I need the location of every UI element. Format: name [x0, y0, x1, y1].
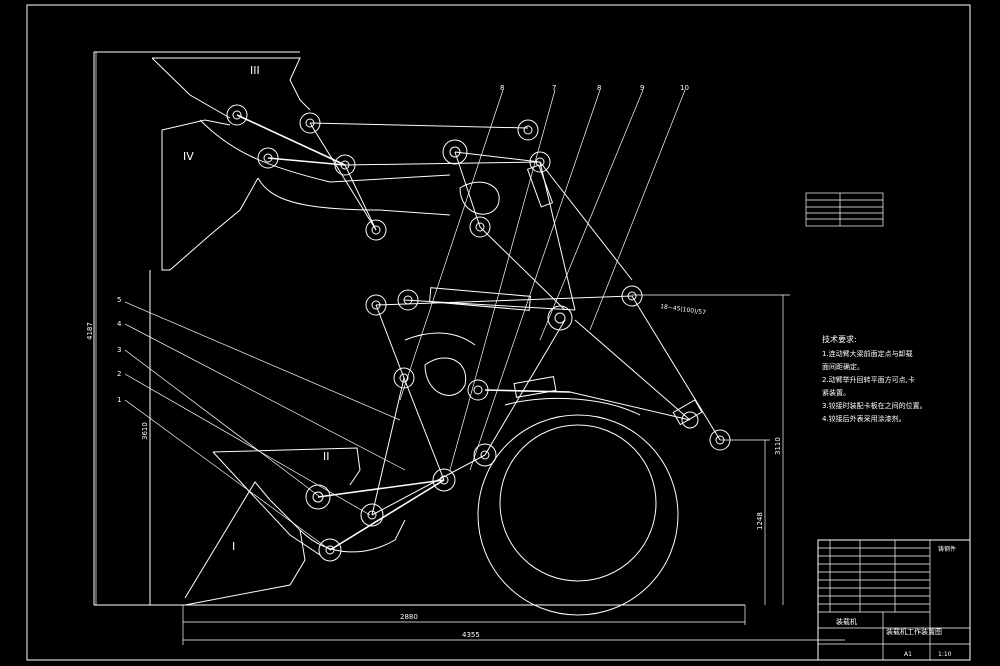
title-block-sheet: A1 — [904, 651, 912, 658]
dimension-text: 3110 — [774, 437, 782, 455]
region-label-iii: III — [250, 64, 260, 77]
dimension-lines — [95, 52, 845, 645]
wheel — [477, 414, 679, 616]
title-block-title: 装载机工作装置图 — [886, 627, 942, 636]
dimension-text: 4355 — [462, 631, 480, 639]
title-block-material: 铸钢件 — [938, 545, 956, 553]
title-block-school: 装载机 — [836, 617, 857, 626]
angle-note: 18~45(100)/57 — [660, 303, 707, 316]
tech-item: 面间距确定。 — [822, 362, 864, 371]
tech-item: 1.连动臂大梁前面定点与卸载 — [822, 349, 913, 358]
part-number: 7 — [552, 84, 556, 92]
part-number: 9 — [640, 84, 644, 92]
dimension-text: 1248 — [756, 512, 764, 530]
linkage — [236, 114, 721, 551]
tech-item: 3.铰接时装配卡板在之间的位置。 — [822, 401, 927, 410]
tech-item: 2.动臂举升回转平面方可点,卡 — [822, 375, 915, 384]
leader-lines — [124, 89, 686, 551]
raised-bucket — [151, 57, 451, 271]
dimension-text: 2880 — [400, 613, 418, 621]
region-label-i: I — [232, 540, 235, 553]
parts-table-small — [805, 192, 884, 227]
technical-requirements: 技术要求: 1.连动臂大梁前面定点与卸载 面间距确定。 2.动臂举升回转平面方可… — [822, 334, 927, 423]
part-number: 8 — [597, 84, 601, 92]
tech-title: 技术要求: — [822, 334, 857, 344]
region-label-iv: IV — [183, 150, 194, 163]
title-block: 装载机工作装置图 装载机 铸钢件 1:10 A1 — [817, 539, 971, 661]
inner-frame — [26, 4, 971, 661]
ground-bucket — [184, 447, 406, 606]
title-block-scale: 1:10 — [938, 651, 952, 658]
dimension-text: 4187 — [86, 322, 94, 340]
part-number: 2 — [117, 370, 121, 378]
part-number: 8 — [500, 84, 504, 92]
tech-item: 紧装置。 — [822, 388, 850, 397]
part-number: 3 — [117, 346, 121, 354]
region-label-ii: II — [323, 450, 330, 463]
tech-item: 4.铰接后外表采用涂漆剂。 — [822, 414, 906, 423]
pivot-pins — [226, 104, 731, 562]
dimension-text: 3610 — [141, 422, 149, 440]
part-number: 4 — [117, 320, 122, 328]
part-number: 1 — [117, 396, 121, 404]
part-number: 5 — [117, 296, 121, 304]
part-number: 10 — [680, 84, 689, 92]
